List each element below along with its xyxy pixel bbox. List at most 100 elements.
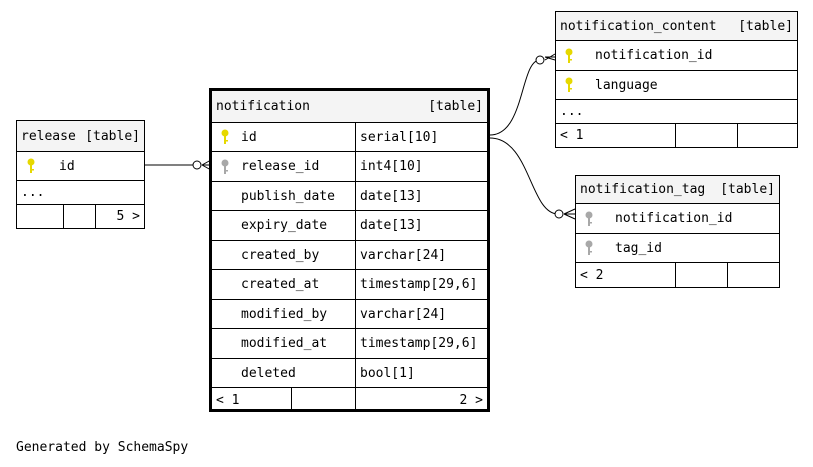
column-type: date[13] [360,188,423,204]
table-header: notification_tag [table] [576,176,779,204]
edge-circle-release [192,160,202,170]
column-row: modified_at timestamp[29,6] [212,329,487,359]
column-name-cell: publish_date [212,182,356,210]
column-type: timestamp[29,6] [360,336,478,351]
footer-cell [64,205,96,228]
footer-cell [676,124,738,147]
footer-cell [17,205,64,228]
column-name-cell: release_id [212,152,356,181]
column-name: expiry_date [241,218,328,233]
table-tag: [table] [720,182,775,197]
table-tag: [table] [428,99,483,114]
no-key-spacer [217,246,233,264]
table-header: notification [table] [212,91,487,123]
primary-key-icon [561,47,577,65]
column-row: notification_id [576,204,779,234]
column-name: created_at [241,277,320,292]
footer-cell [738,124,797,147]
column-name-cell: modified_by [212,300,356,328]
column-row: created_at timestamp[29,6] [212,270,487,300]
children-count[interactable]: 2 > [459,392,483,408]
children-count[interactable]: 5 > [116,209,140,224]
column-row: tag_id [576,234,779,263]
table-footer: < 1 2 > [212,388,487,412]
table-name: notification_tag [580,182,706,197]
parents-count[interactable]: < 2 [576,263,676,287]
parents-count[interactable]: < 1 [212,388,292,412]
column-row: deleted bool[1] [212,359,487,388]
column-name-cell: created_by [212,241,356,269]
column-name: deleted [241,365,296,381]
column-name-cell: modified_at [212,329,356,358]
table-tag: [table] [85,128,140,144]
column-type: bool[1] [360,365,415,381]
column-type: serial[10] [360,129,439,145]
column-name: modified_at [241,336,328,351]
column-row: expiry_date date[13] [212,211,487,241]
edge-notification-tag [489,137,559,215]
column-row: modified_by varchar[24] [212,300,487,329]
more-columns: ... [17,181,144,205]
no-key-spacer [217,187,233,205]
table-notification-tag[interactable]: notification_tag [table] notification_id… [575,175,780,288]
table-header: release [table] [17,121,144,152]
table-name: release [21,128,76,144]
no-key-spacer [217,305,233,323]
no-key-spacer [217,217,233,235]
table-name: notification_content [560,18,717,34]
footer-cell [728,263,779,287]
column-row: release_id int4[10] [212,152,487,182]
table-footer: < 1 [556,124,797,147]
table-footer: 5 > [17,205,144,228]
crowfoot-content [544,53,556,61]
primary-key-icon [217,128,233,146]
column-row: notification_id [556,41,797,71]
foreign-key-icon [581,210,597,228]
column-type: varchar[24] [360,306,447,322]
no-key-spacer [217,276,233,294]
column-name-cell: id [212,123,356,151]
footer-cell [292,388,356,412]
footer-cell [676,263,728,287]
column-row: id [17,152,144,181]
column-name: language [595,77,658,93]
column-name: id [59,158,75,174]
table-header: notification_content [table] [556,12,797,41]
more-indicator: ... [21,185,45,200]
crowfoot-tag [563,208,576,220]
table-notification[interactable]: notification [table] id serial[10] release… [209,88,490,412]
column-name: release_id [241,159,320,174]
more-columns: ... [556,100,797,124]
column-name: tag_id [615,240,662,256]
table-footer: < 2 [576,263,779,287]
column-type: int4[10] [360,159,423,174]
column-name-cell: created_at [212,270,356,299]
table-name: notification [216,99,310,114]
column-row: created_by varchar[24] [212,241,487,270]
column-name: notification_id [595,48,713,63]
column-type: varchar[24] [360,247,447,263]
column-name-cell: expiry_date [212,211,356,240]
primary-key-icon [561,76,577,94]
column-row: language [556,71,797,100]
column-type: date[13] [360,218,423,233]
table-release[interactable]: release [table] id ... 5 > [16,120,145,229]
parents-count[interactable]: < 1 [556,124,676,147]
generated-by-label: Generated by SchemaSpy [16,440,189,455]
column-name: modified_by [241,306,328,322]
edge-notification-content [489,59,541,136]
column-name: created_by [241,247,320,263]
column-name: id [241,129,257,145]
no-key-spacer [217,364,233,382]
column-name-cell: deleted [212,359,356,387]
column-row: id serial[10] [212,123,487,152]
foreign-key-icon [217,158,233,176]
column-name: notification_id [615,211,733,226]
foreign-key-icon [581,239,597,257]
edge-circle-tag [554,209,564,219]
edge-circle-content [535,55,545,65]
table-notification-content[interactable]: notification_content [table] notificatio… [555,11,798,148]
no-key-spacer [217,335,233,353]
column-type: timestamp[29,6] [360,277,478,292]
